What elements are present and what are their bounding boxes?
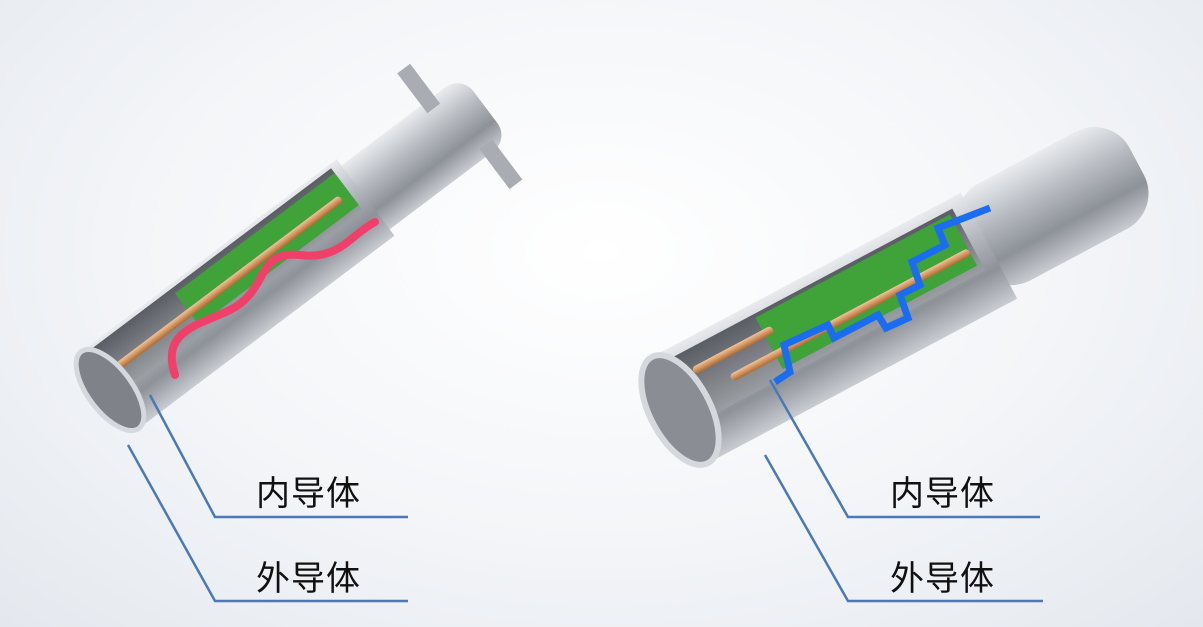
right-signal-zigzag — [773, 204, 992, 385]
right-tube-mouth — [638, 352, 722, 468]
left-outer-conductor-label: 外导体 — [256, 559, 361, 599]
left-connector — [73, 63, 523, 434]
left-tube-mouth — [73, 346, 147, 434]
right-outer-conductor-label: 外导体 — [890, 559, 995, 599]
left-outer-leader — [126, 444, 408, 603]
leader-lines — [126, 379, 1043, 603]
right-crimp-barrel — [957, 126, 1149, 286]
left-inner-pin — [116, 196, 342, 369]
left-crimp-tab — [397, 63, 441, 114]
right-inner-pin — [730, 249, 970, 381]
right-inner-pin — [692, 326, 774, 374]
left-inner-leader — [148, 394, 408, 519]
right-connector — [638, 126, 1149, 468]
left-signal-wave — [167, 218, 379, 379]
left-crimp-barrel — [333, 83, 502, 234]
left-inner-conductor-label: 内导体 — [256, 474, 361, 514]
right-inner-leader — [768, 379, 1040, 519]
left-crimp-tab — [479, 139, 523, 190]
right-inner-conductor-label: 内导体 — [890, 474, 995, 514]
right-outer-leader — [763, 454, 1043, 603]
